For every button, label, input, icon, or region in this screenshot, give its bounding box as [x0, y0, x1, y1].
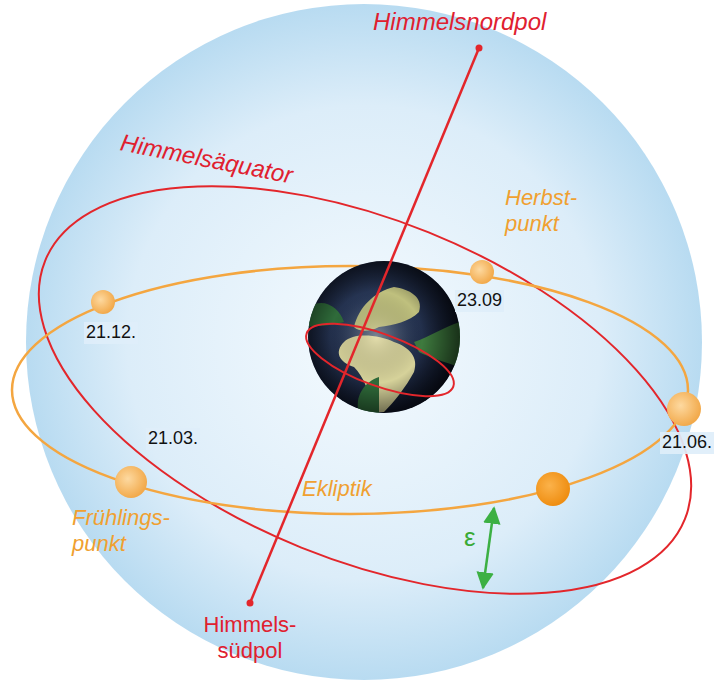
earth-equator	[298, 309, 462, 411]
earth	[298, 261, 462, 413]
equinox-label: Herbst- punkt	[505, 185, 589, 238]
equinox-label: Frühlings- punkt	[72, 505, 184, 558]
celestial-sphere	[26, 4, 702, 680]
sun-winter-solstice	[91, 290, 115, 314]
sun-spring-equinox	[115, 466, 147, 498]
date-label: 21.06.	[660, 432, 714, 454]
obliquity-arrow	[483, 508, 494, 588]
sun	[536, 472, 570, 506]
pole-label: Himmelsnordpol	[373, 8, 546, 37]
sun-autumn-equinox	[470, 260, 494, 284]
south-pole-dot	[247, 600, 254, 607]
ecliptic-label: Ekliptik	[302, 476, 372, 502]
date-label: 21.03.	[146, 428, 200, 450]
date-label: 21.12.	[84, 322, 138, 344]
north-pole-dot	[476, 45, 483, 52]
celestial-axis	[250, 48, 479, 603]
sun-summer-solstice	[667, 392, 701, 426]
pole-label: Himmels- südpol	[192, 612, 308, 665]
celestial-equator	[0, 103, 728, 677]
equator-label: Himmelsäquator	[118, 129, 295, 191]
obliquity-symbol: ε	[464, 522, 476, 553]
date-label: 23.09	[455, 290, 504, 312]
